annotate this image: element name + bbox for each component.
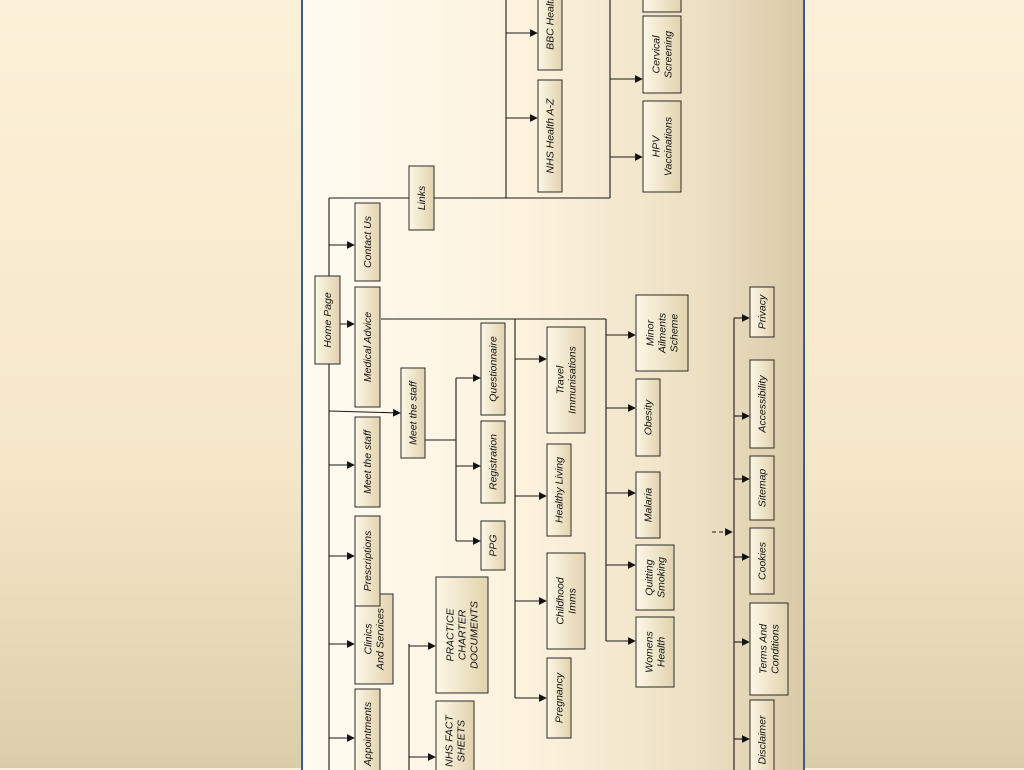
node-label: TravelImmunisations: [555, 345, 579, 413]
node-label: Contact Us: [362, 215, 374, 268]
node-disclaimer: Disclaimer: [749, 699, 775, 770]
node-label: BBC Health: [545, 0, 557, 50]
node-label: Cookies: [757, 541, 769, 580]
node-label: Prescriptions: [362, 530, 374, 591]
node-label: QuittingSmoking: [644, 557, 668, 598]
node-pregnancy: Pregnancy: [546, 657, 572, 739]
node-womens-health: WomensHealth: [635, 616, 675, 688]
node-label: Appointments: [362, 701, 374, 767]
connector-arrow: [328, 408, 401, 417]
node-nhs-health-az: NHS Health A-Z: [537, 79, 563, 193]
node-label: WomensHealth: [644, 631, 668, 673]
node-label: Questionnaire: [488, 336, 500, 402]
node-label: Obesity: [643, 399, 655, 435]
connector-lines: [328, 0, 750, 770]
node-prescriptions: Prescriptions: [354, 515, 381, 607]
node-home: Home Page: [314, 275, 341, 365]
node-label: ChildhoodImms: [555, 576, 579, 624]
node-registration: Registration: [480, 420, 506, 504]
node-meet-staff-top: Meet the staff: [354, 416, 381, 508]
node-practice-charter: PRACTICECHARTERDOCUMENTS: [435, 576, 489, 694]
node-label: NHS FACTSHEETS: [444, 714, 468, 767]
node-contact-us: Contact Us: [354, 202, 381, 282]
node-clinics: ClinicsAnd Services: [354, 593, 394, 685]
node-bbc-health: BBC Health: [537, 0, 563, 71]
node-hpv-vaccinations: HPVVaccinations: [642, 100, 682, 193]
node-label: HPVVaccinations: [651, 116, 675, 176]
node-cookies: Cookies: [749, 527, 775, 595]
node-childhood-imms: ChildhoodImms: [546, 552, 586, 650]
node-travel-imms: TravelImmunisations: [546, 326, 586, 434]
node-medical-advice: Medical Advice: [354, 286, 381, 408]
node-label: Medical Advice: [362, 312, 374, 382]
node-label: Disclaimer: [757, 715, 769, 765]
node-appointments: Appointments: [354, 688, 381, 770]
node-terms: Terms AndConditions: [749, 602, 789, 696]
node-accessibility: Accessibility: [749, 359, 775, 449]
node-label: PRACTICECHARTERDOCUMENTS: [445, 601, 481, 669]
node-malaria: Malaria: [635, 471, 661, 539]
node-cervical-screening: CervicalScreening: [642, 15, 682, 94]
node-label: CervicalScreening: [651, 31, 675, 78]
node-label: Malaria: [643, 488, 655, 523]
node-links: Links: [408, 165, 435, 231]
node-label: MinorAilmentsScheme: [645, 312, 681, 354]
node-minor-ailments: MinorAilmentsScheme: [635, 294, 689, 372]
node-questionnaire: Questionnaire: [480, 322, 506, 416]
node-label: Home Page: [322, 292, 334, 348]
node-quitting-smoking: QuittingSmoking: [635, 544, 675, 611]
node-sitemap: Sitemap: [749, 455, 775, 521]
node-meet-staff-sub: Meet the staff: [400, 367, 426, 459]
node-label: Pregnancy: [554, 672, 566, 723]
node-label: Registration: [488, 434, 500, 490]
node-label: Accessibility: [757, 375, 769, 434]
node-label: NHS Health A-Z: [545, 98, 557, 173]
node-ppg: PPG: [480, 520, 506, 571]
node-label: PPG: [488, 534, 500, 556]
node-label: Meet the staff: [408, 380, 420, 445]
node-obesity: Obesity: [635, 378, 661, 457]
node-healthy-living: Healthy Living: [546, 443, 572, 537]
node-label: Terms AndConditions: [758, 623, 782, 674]
node-privacy: Privacy: [749, 286, 775, 338]
node-label: Meet the staff: [362, 429, 374, 494]
node-label: Healthy Living: [554, 457, 566, 523]
node-label: Privacy: [757, 294, 769, 329]
node-label: Sitemap: [757, 469, 769, 508]
node-nhs-fact-sheets: NHS FACTSHEETS: [435, 700, 475, 770]
node-extra-box: [642, 0, 682, 13]
node-label: ClinicsAnd Services: [363, 607, 387, 671]
node-label: Links: [416, 185, 428, 210]
